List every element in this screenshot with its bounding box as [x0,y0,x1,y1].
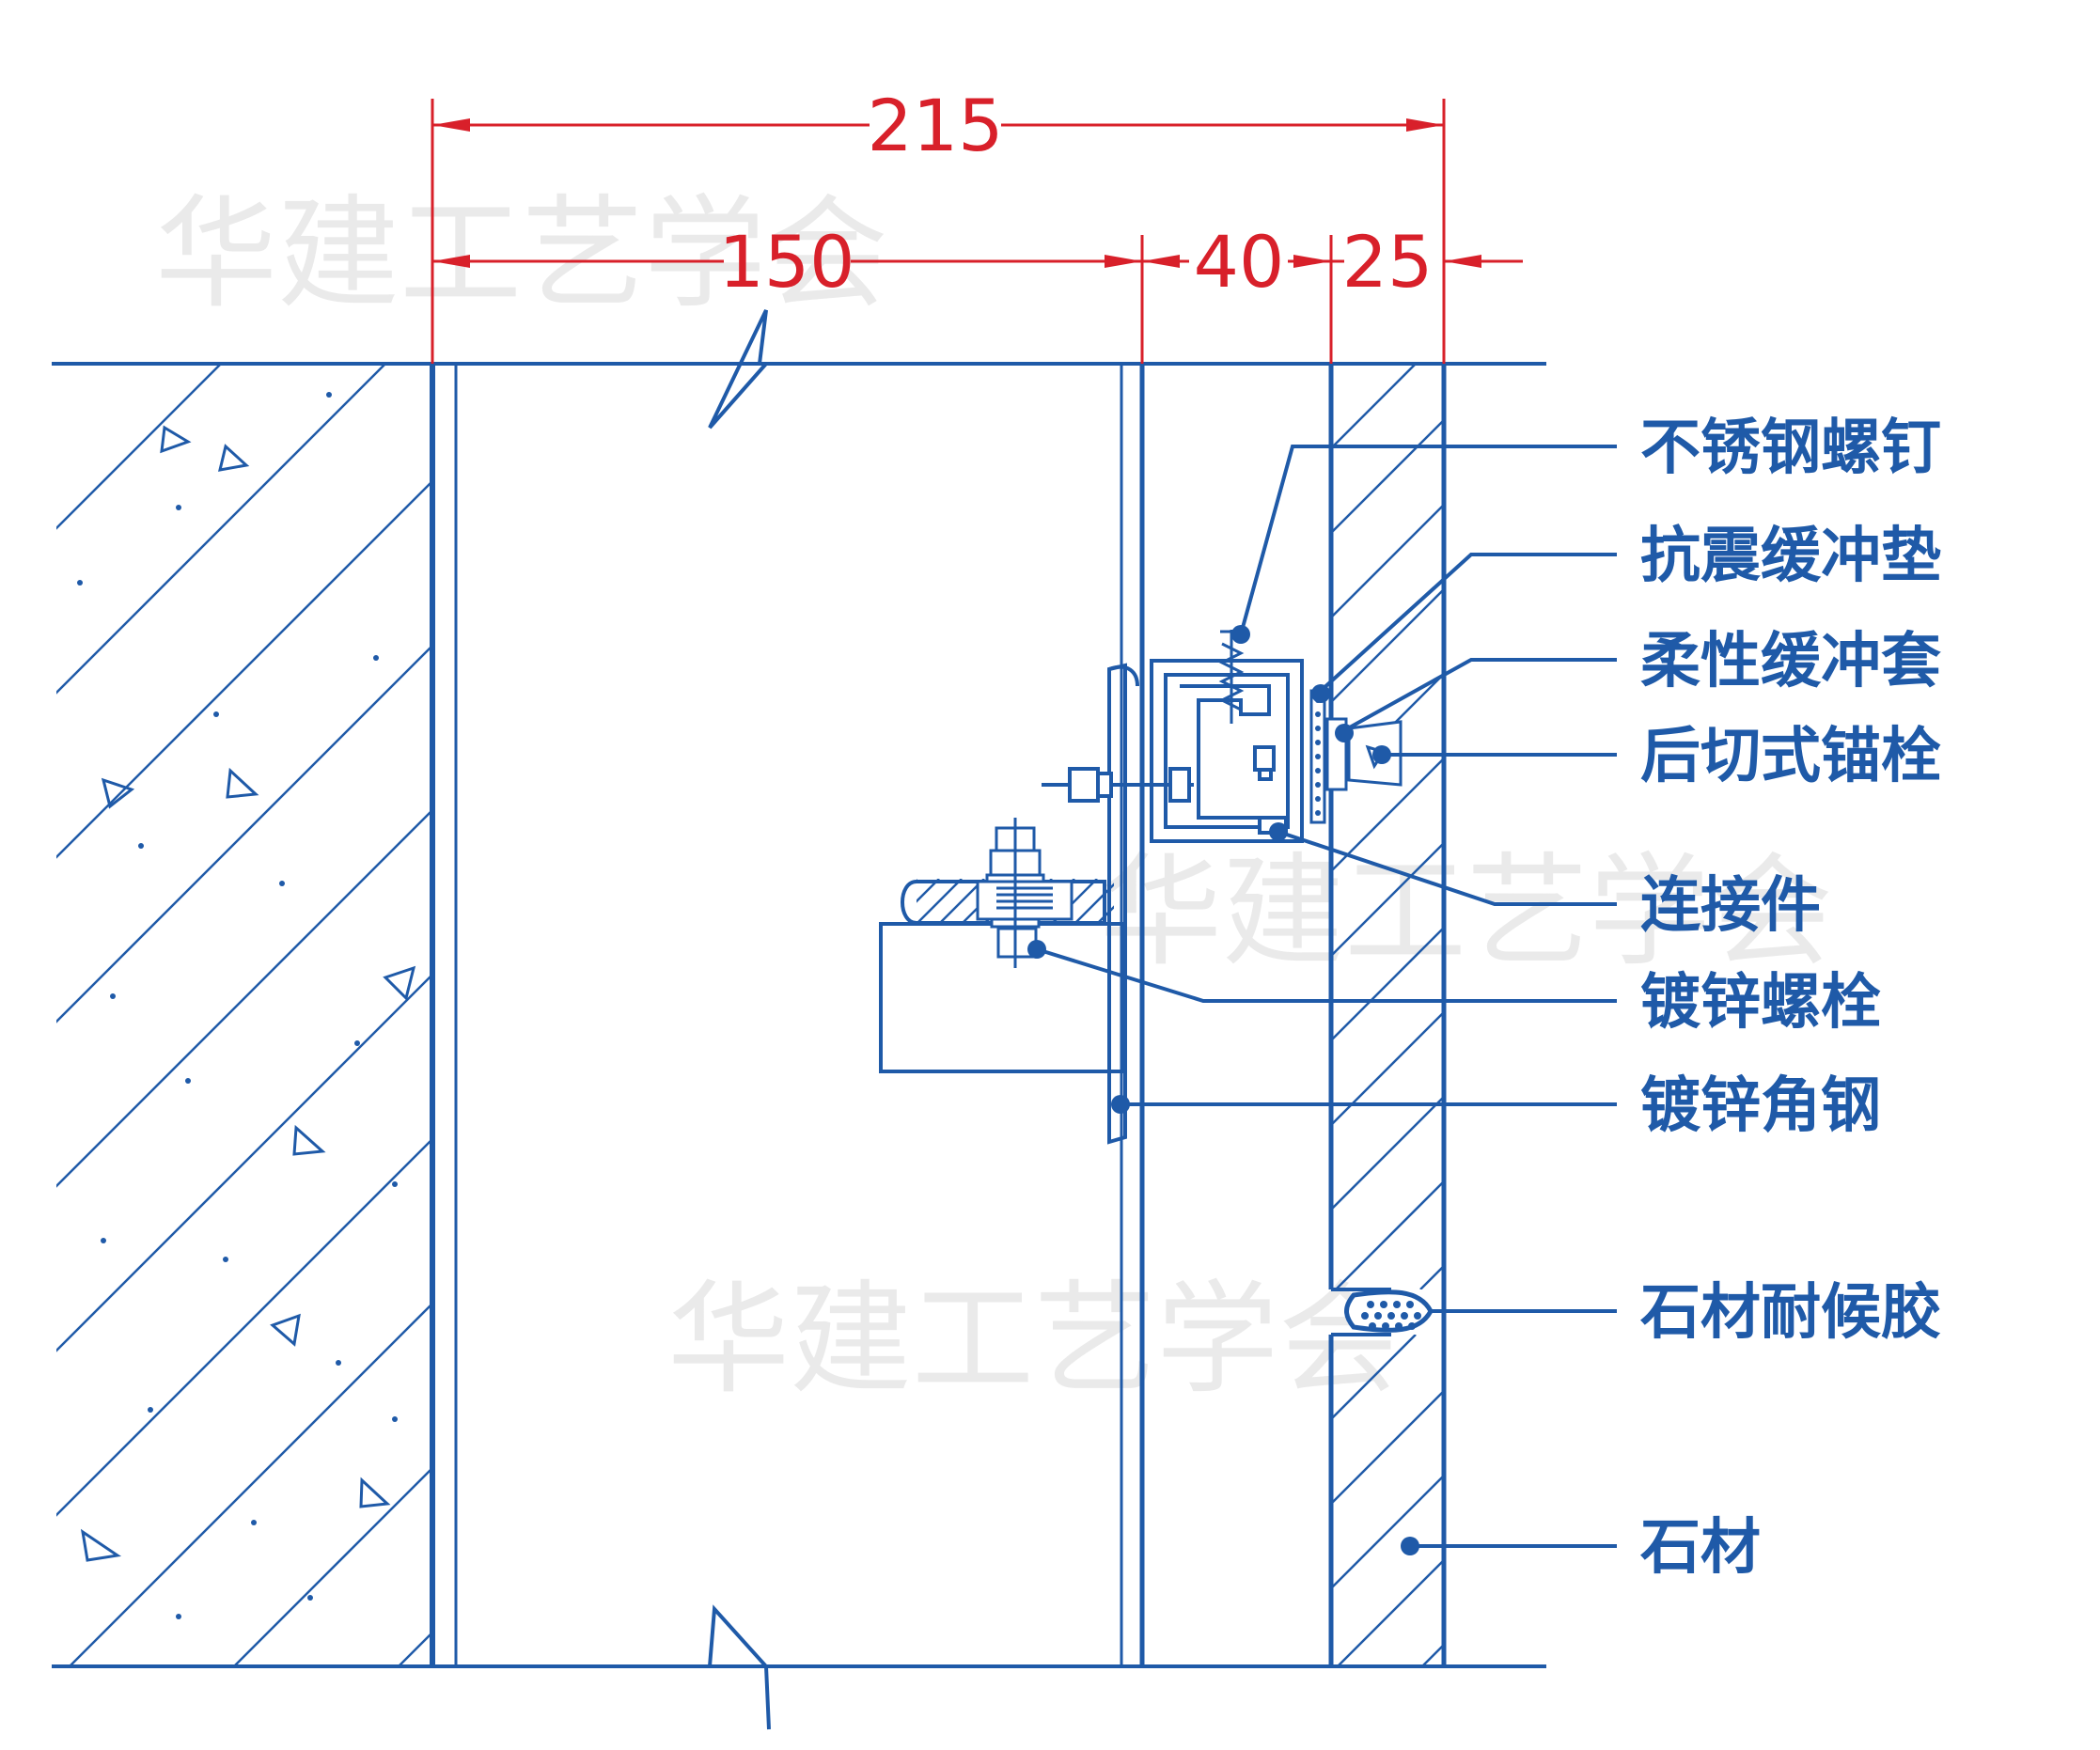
break-line-bottom [708,1604,771,1730]
dim-bracket: 40 [1194,220,1285,304]
break-line-top [708,309,768,430]
label-galvanized-bolt: 镀锌螺栓 [1640,968,1881,1038]
leader-lines [1036,445,1617,1548]
sealant-joint [1344,1289,1434,1333]
aggregate-triangles [80,425,416,1562]
label-connector: 连接件 [1640,871,1821,941]
aggregate-dots [77,392,398,1619]
seismic-pad [1309,689,1326,824]
label-stainless-screw: 不锈钢螺钉 [1640,414,1941,483]
galvanized-bolt-assembly [976,818,1074,968]
galvanized-angle-steel [1107,663,1139,1145]
dimension-lines [431,99,1523,364]
dim-cavity: 150 [718,220,854,304]
label-flexible-sleeve: 柔性缓冲套 [1640,627,1941,696]
watermark-middle: 华建工艺学会 [1100,840,1833,983]
connector-channel [1042,659,1304,843]
label-undercut-anchor: 后切式锚栓 [1640,722,1941,791]
watermark-bottom: 华建工艺学会 [667,1268,1401,1411]
dim-stone: 25 [1342,220,1434,304]
dim-total: 215 [867,84,1003,167]
concrete-wall [52,362,1546,1668]
label-seismic-pad: 抗震缓冲垫 [1640,522,1941,591]
label-galvanized-angle: 镀锌角钢 [1640,1071,1881,1141]
watermark-top: 华建工艺学会 [155,182,888,325]
label-weather-sealant: 石材耐候胶 [1640,1278,1941,1348]
label-stone: 石材 [1640,1513,1761,1583]
leader-dots [1027,625,1419,1555]
